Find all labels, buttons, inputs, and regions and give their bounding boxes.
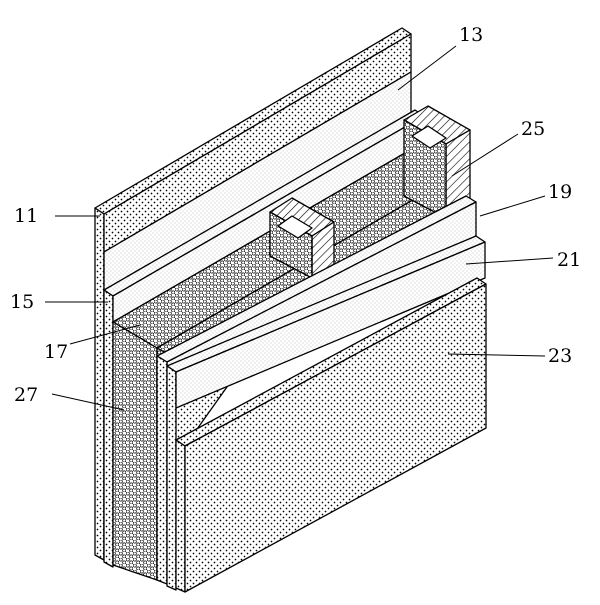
label-25: 25 xyxy=(521,118,545,140)
label-15: 15 xyxy=(10,291,34,313)
label-11: 11 xyxy=(14,205,38,227)
label-21: 21 xyxy=(557,249,581,271)
layer-15-board xyxy=(103,109,425,568)
stud-25-rear xyxy=(403,105,471,219)
label-17: 17 xyxy=(44,341,68,363)
label-13: 13 xyxy=(459,24,483,46)
layer-23-front-board xyxy=(175,277,487,593)
layer-21-board xyxy=(166,235,486,591)
label-23: 23 xyxy=(548,345,572,367)
stud-25-front xyxy=(269,197,335,279)
label-19: 19 xyxy=(548,181,572,203)
leader-lines xyxy=(45,45,554,411)
reference-labels: 11 13 15 17 19 21 23 25 27 xyxy=(10,24,581,406)
label-27: 27 xyxy=(14,384,38,406)
